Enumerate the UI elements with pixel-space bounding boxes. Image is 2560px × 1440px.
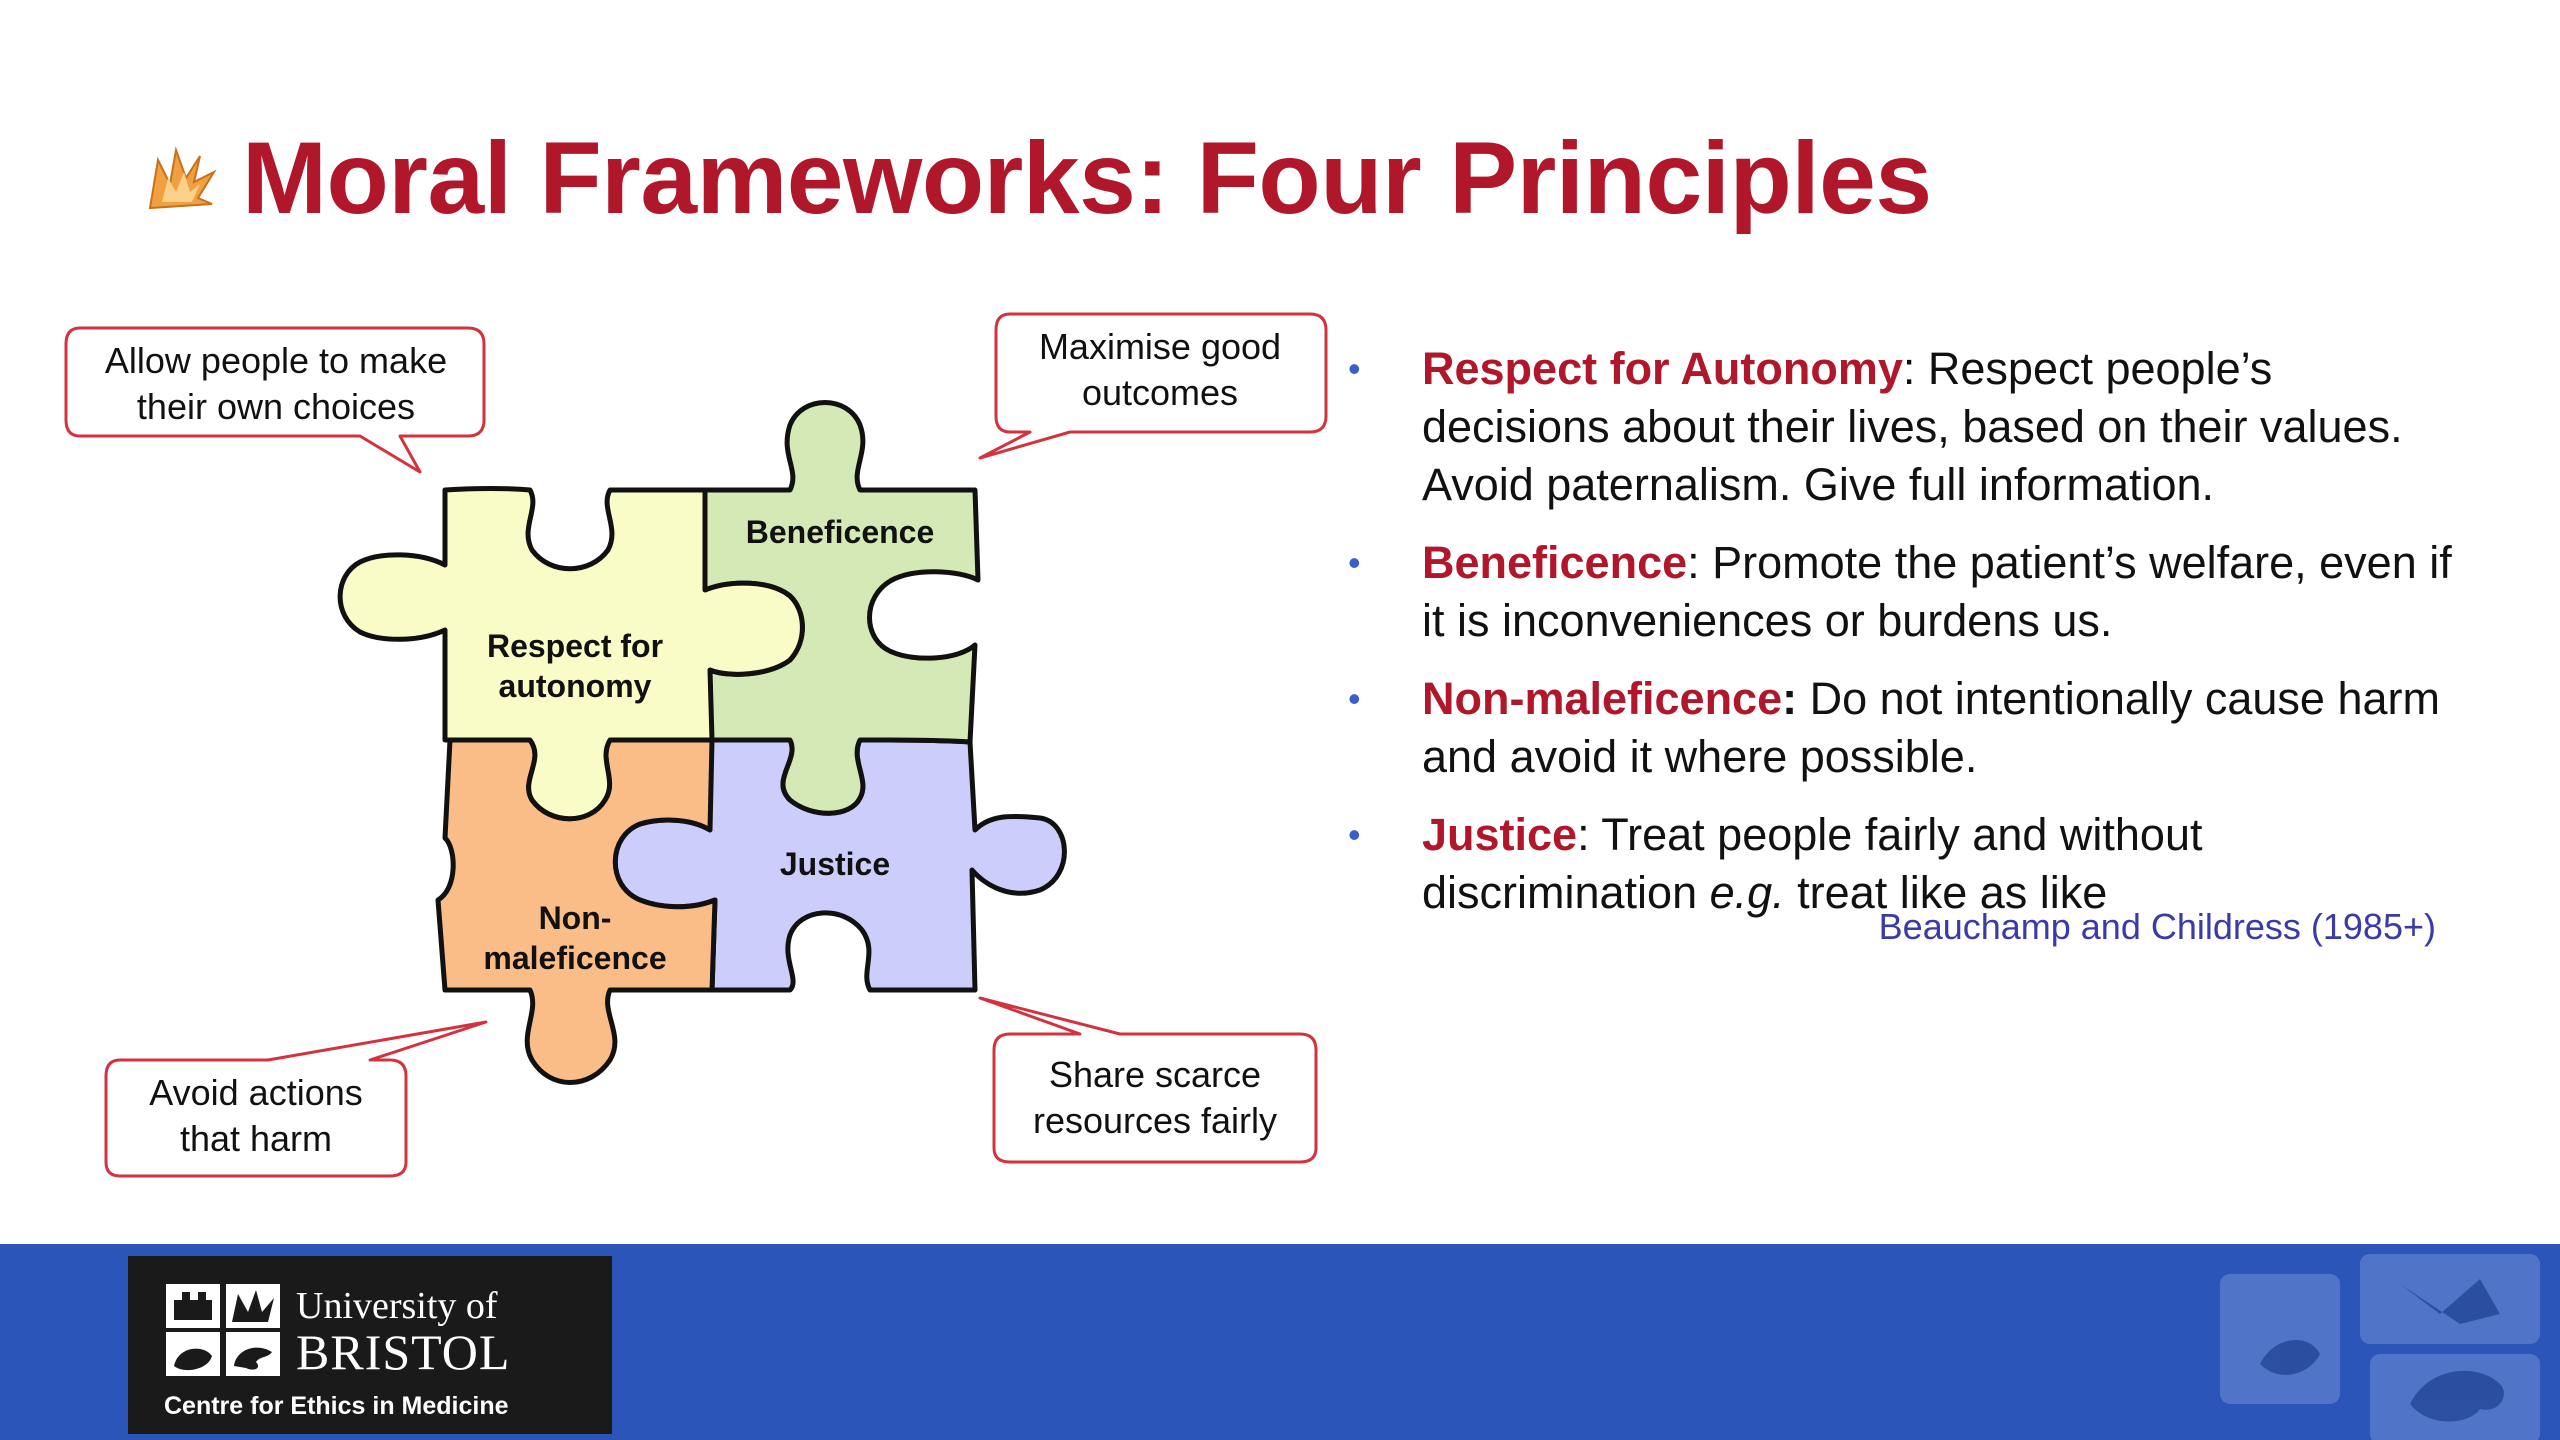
bullet-icon: •	[1348, 814, 1361, 855]
piece-label-autonomy: Respect for autonomy	[486, 628, 664, 704]
piece-label-nonmaleficence: Non-maleficence	[483, 900, 667, 976]
puzzle-piece-autonomy	[337, 486, 805, 822]
crest-icon	[166, 1284, 280, 1376]
piece-label-beneficence: Beneficence	[745, 514, 935, 550]
principle-text: Respect people’s decisions about their l…	[1422, 343, 2403, 510]
footer-bar: University of BRISTOL Centre for Ethics …	[0, 1244, 2560, 1440]
four-principles-diagram: Respect for autonomy Beneficence Non-mal…	[0, 290, 1360, 1210]
principle-term: Beneficence	[1422, 537, 1688, 588]
principle-text-italic: e.g.	[1709, 867, 1785, 918]
flame-icon	[148, 146, 217, 210]
callout-bubble-beneficence	[978, 312, 1328, 460]
list-item: • Beneficence: Promote the patient’s wel…	[1340, 534, 2470, 650]
crest-watermark	[2220, 1254, 2540, 1440]
separator: :	[1902, 343, 1916, 394]
callout-bubble-autonomy	[64, 326, 486, 474]
list-item: • Justice: Treat people fairly and witho…	[1340, 806, 2470, 922]
principle-text-after: treat like as like	[1784, 867, 2108, 918]
logo-bristol: BRISTOL	[296, 1324, 511, 1380]
bullet-icon: •	[1348, 348, 1361, 389]
callout-text-nonmaleficence: Avoid actions that harm	[149, 1072, 363, 1159]
callout-bubble-nonmaleficence	[104, 1020, 488, 1178]
principle-text: Do not intentionally cause harm and avoi…	[1422, 673, 2440, 782]
logo-university-of: University of	[296, 1285, 498, 1327]
list-item: • Non-maleficence: Do not intentionally …	[1340, 670, 2470, 786]
list-item: • Respect for Autonomy: Respect people’s…	[1340, 340, 2470, 514]
page-title: Moral Frameworks: Four Principles	[242, 121, 1932, 235]
piece-label-justice: Justice	[779, 846, 891, 882]
separator: :	[1782, 673, 1798, 724]
separator: :	[1577, 809, 1590, 860]
callout-bubble-justice	[978, 996, 1318, 1164]
logo-centre-name: Centre for Ethics in Medicine	[164, 1392, 509, 1420]
separator: :	[1687, 537, 1700, 588]
callout-text-justice: Share scarce resources fairly	[1032, 1054, 1278, 1141]
principle-text: Promote the patient’s welfare, even if i…	[1422, 537, 2452, 646]
citation: Beauchamp and Childress (1985+)	[1878, 906, 2436, 947]
bullet-icon: •	[1348, 678, 1361, 719]
puzzle-svg	[64, 312, 1328, 1178]
callout-text-beneficence: Maximise good outcomes	[1038, 326, 1282, 413]
principles-list: • Respect for Autonomy: Respect people’s…	[1340, 340, 2470, 942]
university-logo: University of BRISTOL Centre for Ethics …	[128, 1256, 612, 1434]
principle-term: Justice	[1422, 809, 1578, 860]
callout-text-autonomy: Allow people to make their own choices	[104, 340, 448, 427]
principle-term: Respect for Autonomy	[1422, 343, 1903, 394]
principle-text: Treat people fairly and without discrimi…	[1422, 809, 2203, 918]
title-row: Moral Frameworks: Four Principles	[140, 118, 1932, 238]
principle-term: Non-maleficence	[1422, 673, 1783, 724]
bullet-icon: •	[1348, 542, 1361, 583]
